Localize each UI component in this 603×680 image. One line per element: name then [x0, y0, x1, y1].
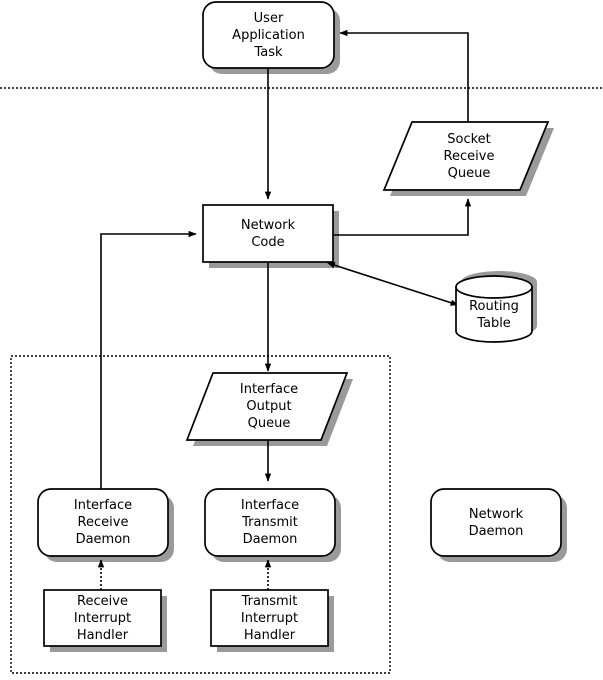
routing-table-shape[interactable]	[455, 275, 533, 343]
transmit-interrupt-handler-shape[interactable]	[210, 589, 329, 647]
diagram-node-shapes	[37, 1, 562, 647]
interface-output-queue-shape[interactable]	[185, 372, 349, 441]
receive-interrupt-handler-shape[interactable]	[43, 589, 162, 647]
edge-receive-daemon-to-network-code	[100, 230, 197, 489]
edge-network-code-routing-table	[326, 262, 459, 306]
edge-network-code-to-socket-queue	[334, 198, 472, 236]
user-application-task-shape[interactable]	[202, 1, 335, 69]
interface-transmit-daemon-shape[interactable]	[204, 488, 336, 557]
network-daemon-shape[interactable]	[430, 488, 562, 557]
network-code-shape[interactable]	[202, 204, 334, 263]
diagram-connectors	[97, 29, 472, 590]
network-daemon-dotted-region	[10, 355, 391, 674]
interface-receive-daemon-shape[interactable]	[37, 488, 169, 557]
socket-receive-queue-shape[interactable]	[382, 121, 550, 191]
